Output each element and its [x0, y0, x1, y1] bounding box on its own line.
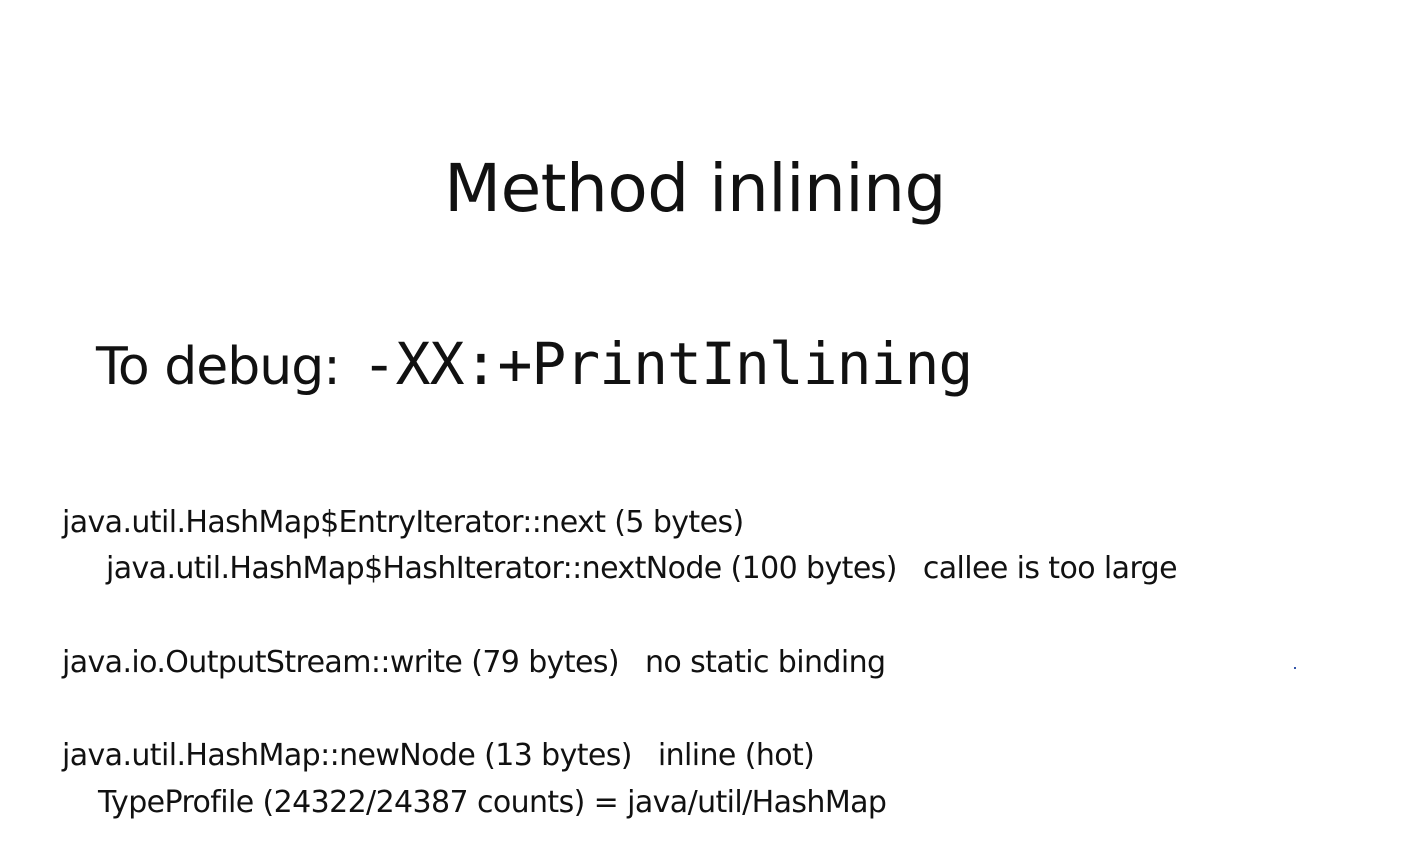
log-method: java.util.HashMap$EntryIterator::next (5… — [62, 505, 744, 540]
debug-label: To debug: — [96, 337, 341, 397]
log-method: java.io.OutputStream::write (79 bytes) — [62, 645, 620, 680]
log-note: no static binding — [645, 645, 886, 680]
log-line: java.io.OutputStream::write (79 bytes) no… — [62, 643, 886, 683]
log-method: java.util.HashMap::newNode (13 bytes) — [62, 738, 632, 773]
log-line: java.util.HashMap$HashIterator::nextNode… — [106, 549, 1178, 589]
log-line: java.util.HashMap$EntryIterator::next (5… — [62, 503, 744, 543]
log-note: callee is too large — [922, 551, 1178, 586]
slide-title: Method inlining — [444, 150, 946, 227]
debug-line: To debug: -XX:+PrintInlining — [96, 326, 974, 418]
log-note: inline (hot) — [657, 738, 815, 773]
log-method: TypeProfile (24322/24387 counts) = java/… — [98, 785, 887, 820]
speck-dot — [1294, 667, 1296, 669]
log-line: java.util.HashMap::newNode (13 bytes) inl… — [62, 736, 815, 776]
debug-flag: -XX:+PrintInlining — [361, 330, 974, 398]
log-line: TypeProfile (24322/24387 counts) = java/… — [98, 783, 887, 823]
log-method: java.util.HashMap$HashIterator::nextNode… — [106, 551, 897, 586]
